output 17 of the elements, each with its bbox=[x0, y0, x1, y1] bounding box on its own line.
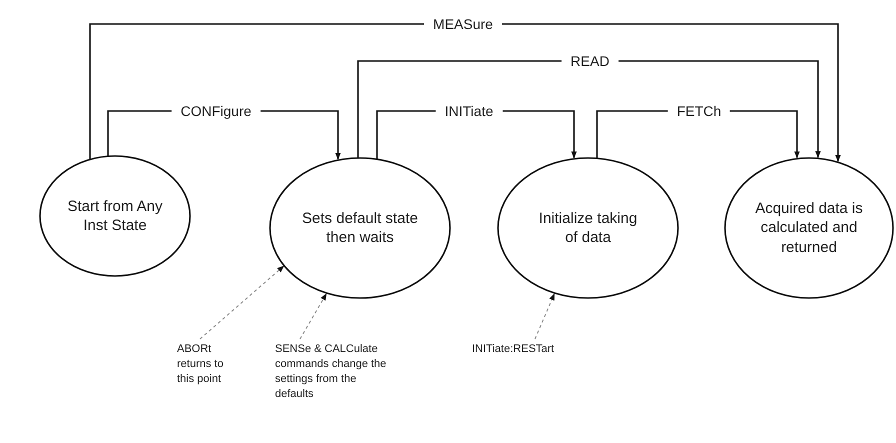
edge-label: READ bbox=[562, 53, 618, 69]
note-text: SENSe & CALCulate commands change the settings from the defaults bbox=[275, 342, 388, 402]
edge-label: MEASure bbox=[424, 16, 502, 32]
leader-line bbox=[200, 266, 284, 340]
state-text: Acquired data is calculated and returned bbox=[754, 198, 864, 258]
edge-label: FETCh bbox=[668, 103, 730, 119]
arrow bbox=[89, 23, 841, 162]
leader-line bbox=[534, 293, 555, 340]
edge-label: CONFigure bbox=[172, 103, 260, 119]
state-text: Sets default state then waits bbox=[301, 208, 419, 248]
leader-line bbox=[300, 293, 327, 340]
note-text: ABORt returns to this point bbox=[177, 342, 224, 387]
edge-label: INITiate bbox=[436, 103, 502, 119]
state-text: Start from Any Inst State bbox=[66, 196, 164, 236]
arrow bbox=[357, 60, 821, 158]
note-text: INITiate:RESTart bbox=[472, 342, 556, 357]
state-text: Initialize taking of data bbox=[538, 208, 638, 248]
